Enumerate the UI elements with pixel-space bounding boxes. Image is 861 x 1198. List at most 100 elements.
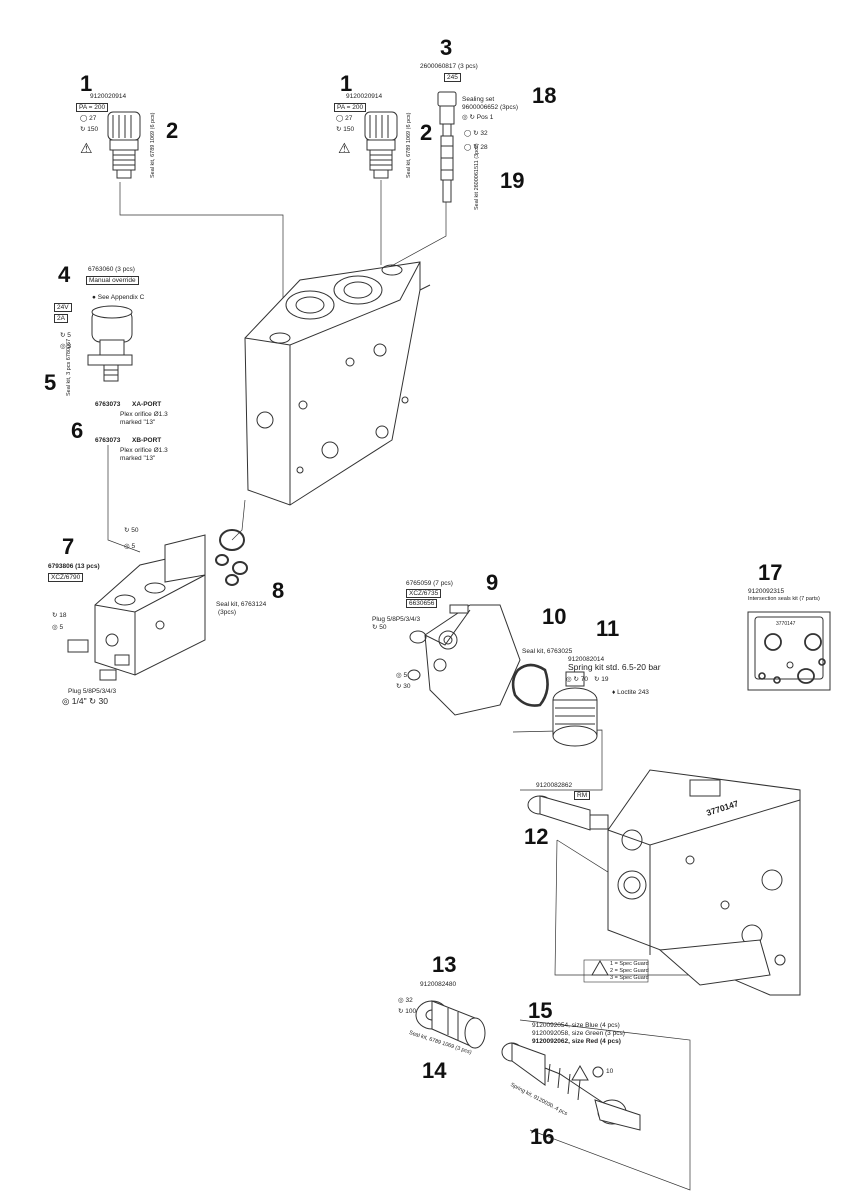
part-19-torque-1: ◯ ↻ 32 [464,130,488,137]
part-7-torque-3-value: 18 [59,612,67,619]
part-4-current-box: 2A [54,314,68,324]
part-8-seal-kit-qty: (3pcs) [218,609,237,616]
part-15-torque: 10 [606,1068,614,1075]
part-13-torque-2: ↻ 100 [398,1008,417,1015]
part-12-number: 9120082862 [536,782,573,789]
part-7-torque-4: ◎ 5 [52,624,64,631]
part-1-right-seal-kit: Seal kit, 6789 1069 (6 pcs) [406,112,412,178]
part-18-text-1: Sealing set [462,96,495,103]
warning-line-3: 3 = Spec Guard [610,975,649,981]
part-6-sub-1b: marked "13" [120,419,156,426]
part-10-seal-kit: Seal kit, 6763025 [522,648,573,655]
intersection-seals-inset [747,611,831,691]
part-13-torque-1-value: 32 [405,997,413,1004]
part-11-torque-1: ◎ ↻ 70 [566,676,588,683]
part-7-torque-1: ↻ 50 [124,527,139,534]
part-1-right-torque-1-value: 27 [345,115,353,122]
part-7-plug: Plug 5/8P5/3/4/3 [68,688,117,695]
part-4-number: 6763060 (3 pcs) [88,266,135,273]
part-17-inset-serial: 3770147 [776,621,796,627]
part-1-left-seal-kit: Seal kit, 6789 1069 (6 pcs) [150,112,156,178]
part-11-loctite-text: Loctite 243 [617,689,649,696]
callout-8: 8 [272,578,285,603]
part-1-left-torque-2-value: 150 [87,126,99,133]
o-rings-drawing [215,529,248,586]
part-18-text-2: 9600006652 (3pcs) [462,104,519,111]
part-4-torque-1-value: 5 [67,332,71,339]
part-7-torque-6-value: 30 [98,696,108,706]
callout-9: 9 [486,570,499,595]
part-15-line-2: 9120092058, size Green (3 pcs) [532,1030,625,1037]
callout-3: 3 [440,35,453,60]
part-4-torque-1: ↻ 5 [60,332,71,339]
callout-2-right: 2 [420,120,433,145]
part-7-torque-4-value: 5 [59,624,64,631]
valve-section-body-upper [244,261,431,506]
part-1-left-torque-1-value: 27 [89,115,97,122]
callout-14: 14 [422,1058,447,1083]
callout-15: 15 [528,998,553,1023]
part-7-box: XCZ/6790 [48,573,84,583]
warning-icon-right: ⚠ [338,140,351,156]
part-9-torque-2-value: 5 [403,672,408,679]
part-6-port-xb: XB-PORT [132,437,162,444]
part-19-torque-2-value: 28 [480,144,488,151]
callout-2-left: 2 [166,118,179,143]
part-1-right-torque-2: ↻ 150 [336,126,355,133]
part-15-line-1: 9120092054, size Blue (4 pcs) [532,1022,620,1029]
part-9-torque-2: ◎ 5 [396,672,408,679]
part-1-left-number: 9120020914 [90,93,127,100]
part-4-torque-2-value: 3 [67,343,72,350]
callout-6: 6 [71,418,84,443]
part-1-right-torque-1: ◯ 27 [336,115,353,122]
part-3-number: 2600060817 (3 pcs) [420,63,478,70]
part-1-right-pressure-box: PA = 200 [334,103,367,113]
part-4-voltage-box: 24V [54,303,72,313]
callout-18: 18 [532,83,557,108]
warning-line-1: 1 = Spec Guard [610,961,649,967]
callout-12: 12 [524,824,549,849]
part-9-torque-3-value: 30 [403,683,411,690]
part-6-number-1: 6763073 [95,401,121,408]
part-9-torque-3: ↻ 30 [396,683,411,690]
part-1-right-number: 9120020914 [346,93,383,100]
callout-11: 11 [596,616,620,641]
part-8-seal-kit: Seal kit, 6763124 [216,601,267,608]
part-4-note-text: See Appendix C [97,294,145,301]
part-11-loctite: ♦ Loctite 243 [612,689,649,696]
part-9-box-2: 6630656 [406,599,438,609]
warning-line-2: 2 = Spec Guard [610,968,649,974]
callout-7: 7 [62,534,75,559]
callout-16: 16 [530,1124,555,1149]
warning-icon-left: ⚠ [80,140,93,156]
seal-ring-drawing [511,663,549,707]
part-13-number: 9120082480 [420,981,457,988]
part-6-sub-2b: marked "13" [120,455,156,462]
callout-4: 4 [58,262,71,287]
callout-13: 13 [432,952,457,977]
part-4-manual-override-box: Manual override [86,276,139,286]
callout-1-left: 1 [80,71,93,96]
solenoid-valve-drawing [87,305,133,382]
part-12-box: RM [574,791,591,801]
end-cover-drawing [407,604,521,716]
cartridge-12-drawing [527,795,609,831]
part-9-torque-1: ↻ 50 [372,624,387,631]
part-5-seal-kit: Seal kit, 3 pcs 6780067 [66,338,72,396]
warning-triangle [583,959,649,983]
part-13-torque-1: ◎ 32 [398,997,413,1004]
plug-13-drawing [415,1000,486,1049]
part-17-text: Intersection seals kit (7 parts) [748,596,820,602]
part-18-torque-value: Pos 1 [476,114,494,121]
part-15-line-3: 9120092062, size Red (4 pcs) [532,1038,621,1045]
part-11-text: Spring kit std. 6.5-20 bar [568,662,661,672]
callout-17: 17 [758,560,783,585]
part-19-torque-1-value: 32 [480,130,488,137]
relief-valve-left-drawing [107,111,141,179]
part-19-torque-2: ◯ ↻ 28 [464,144,488,151]
part-9-torque-1-value: 50 [379,624,387,631]
part-7-number: 6793806 (13 pcs) [48,563,100,570]
callout-1-right: 1 [340,71,353,96]
part-1-left-pressure-box: PA = 200 [76,103,109,113]
